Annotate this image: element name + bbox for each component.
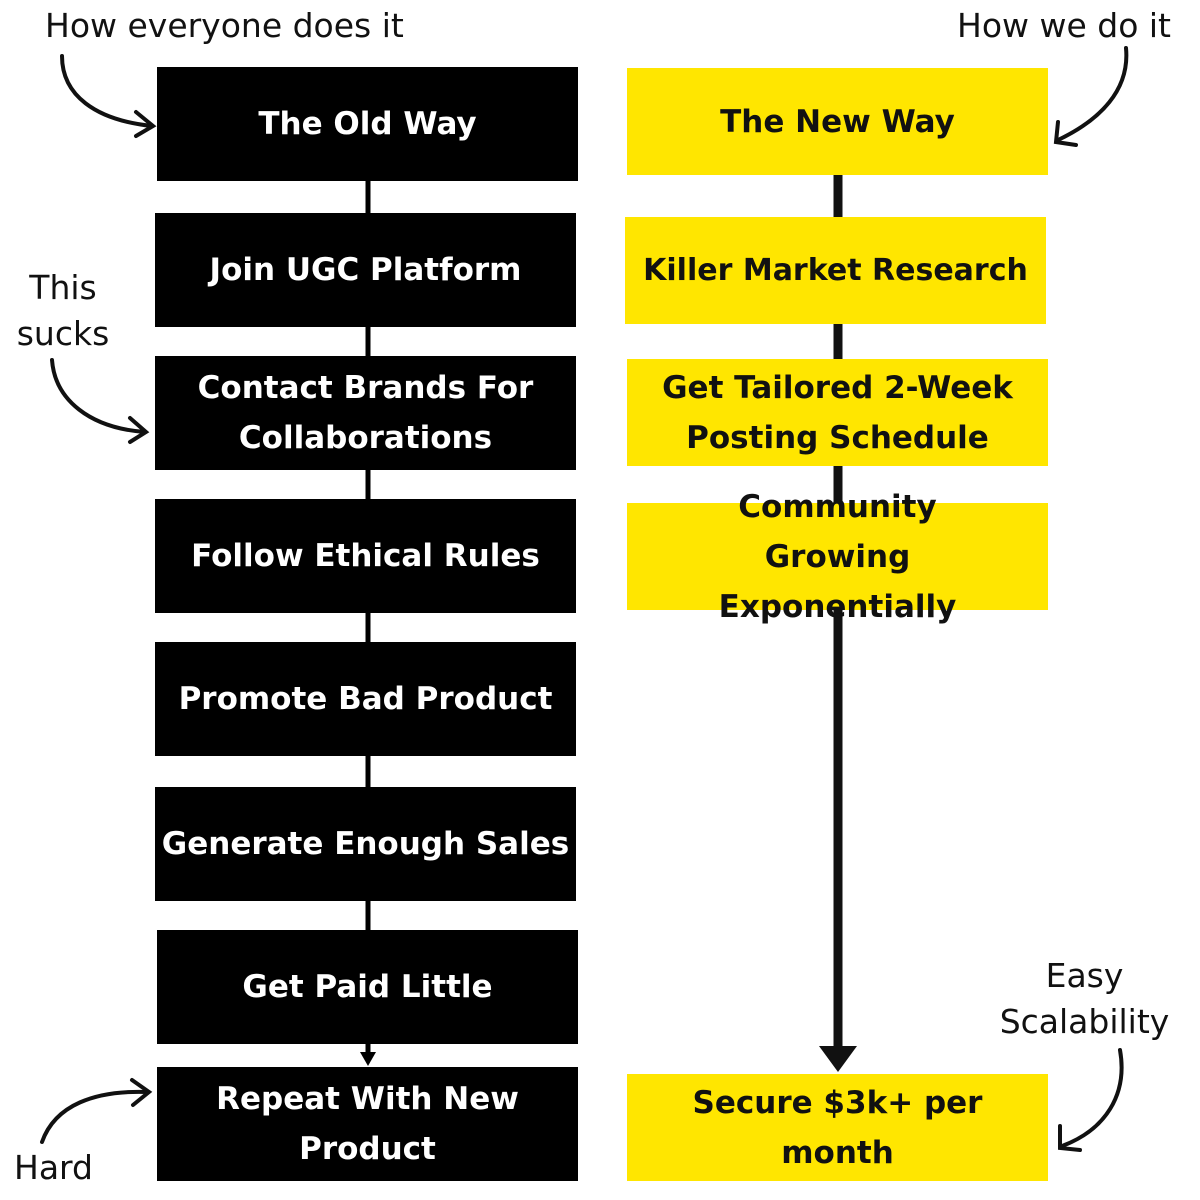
new-step-community-growing: Community Growing Exponentially: [627, 489, 1048, 625]
old-step-repeat: Repeat With New Product: [157, 1067, 578, 1181]
old-step-get-paid: Get Paid Little: [157, 930, 578, 1044]
old-step-generate-sales: Generate Enough Sales: [155, 787, 576, 901]
new-step-market-research: Killer Market Research: [625, 217, 1046, 324]
new-way-arrowhead: [819, 1046, 857, 1072]
curved-arrow-hard: [40, 1089, 150, 1144]
old-step-join-platform: Join UGC Platform: [155, 213, 576, 327]
old-step-promote-product: Promote Bad Product: [155, 642, 576, 756]
easy-scalability-note: Easy Scalability: [999, 956, 1170, 1041]
new-step-posting-schedule: Get Tailored 2-Week Posting Schedule: [627, 359, 1048, 466]
new-step-secure-income: Secure $3k+ per month: [627, 1074, 1048, 1181]
curved-arrow-easy: [1060, 1048, 1124, 1148]
old-way-small-arrowhead: [360, 1052, 376, 1066]
old-way-title-box: The Old Way: [157, 67, 578, 181]
old-step-ethical-rules: Follow Ethical Rules: [155, 499, 576, 613]
new-way-title-box: The New Way: [627, 68, 1048, 175]
curved-arrow-old-header: [60, 54, 154, 128]
curved-arrow-new-header: [1056, 46, 1129, 142]
old-step-contact-brands: Contact Brands For Collaborations: [155, 356, 576, 470]
curved-arrow-this-sucks: [50, 358, 147, 434]
new-way-header-note: How we do it: [957, 6, 1172, 45]
old-way-header-note: How everyone does it: [45, 6, 404, 45]
this-sucks-note: This sucks: [16, 268, 110, 353]
hard-note: Hard: [14, 1148, 93, 1187]
